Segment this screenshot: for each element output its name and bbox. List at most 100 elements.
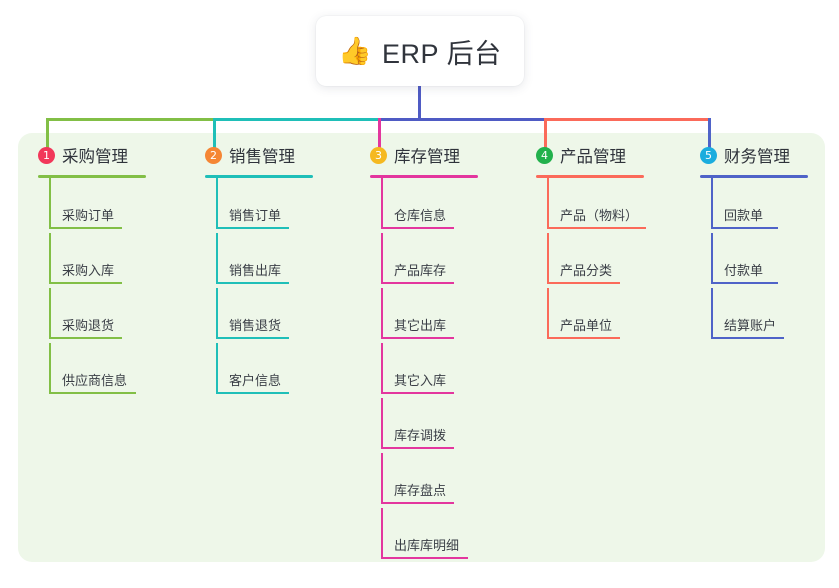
node-label: 采购订单 <box>62 208 115 223</box>
node-label: 付款单 <box>724 263 764 278</box>
node-label: 库存调拨 <box>394 428 447 443</box>
node-underline <box>50 282 122 284</box>
node-库存调拨[interactable]: 库存调拨 <box>370 398 478 453</box>
drop-connector-1 <box>46 118 49 152</box>
drop-connector-5 <box>708 118 711 152</box>
connector-stem <box>49 178 51 229</box>
connector-stem <box>711 233 713 284</box>
connector-stem <box>547 233 549 284</box>
node-underline <box>382 282 454 284</box>
node-label: 产品单位 <box>560 318 613 333</box>
column-产品管理: 4 产品管理产品（物料） 产品分类产品单位 <box>536 142 646 343</box>
connector-stem <box>49 288 51 339</box>
node-采购订单[interactable]: 采购订单 <box>38 178 146 233</box>
node-underline <box>217 392 289 394</box>
node-label: 采购退货 <box>62 318 115 333</box>
node-label: 产品（物料） <box>560 208 639 223</box>
connector-stem <box>381 343 383 394</box>
node-underline <box>382 502 454 504</box>
column-采购管理: 1 采购管理采购订单采购入库采购退货供应商信息 <box>38 142 146 398</box>
node-付款单[interactable]: 付款单 <box>700 233 808 288</box>
node-销售订单[interactable]: 销售订单 <box>205 178 313 233</box>
node-underline <box>217 337 289 339</box>
node-回款单[interactable]: 回款单 <box>700 178 808 233</box>
connector-stem <box>381 453 383 504</box>
node-label: 其它出库 <box>394 318 447 333</box>
node-label: 结算账户 <box>724 318 777 333</box>
node-产品库存[interactable]: 产品库存 <box>370 233 478 288</box>
node-label: 库存盘点 <box>394 483 447 498</box>
node-underline <box>382 337 454 339</box>
connector-stem <box>381 233 383 284</box>
node-采购入库[interactable]: 采购入库 <box>38 233 146 288</box>
node-仓库信息[interactable]: 仓库信息 <box>370 178 478 233</box>
node-label: 销售退货 <box>229 318 282 333</box>
connector-stem <box>381 288 383 339</box>
drop-connector-2 <box>213 118 216 152</box>
connector-stem <box>547 178 549 229</box>
column-title: 销售管理 <box>229 148 295 166</box>
column-items: 产品（物料） 产品分类产品单位 <box>536 178 646 343</box>
column-underline <box>370 175 478 178</box>
trunk-connector <box>418 86 421 121</box>
node-label: 客户信息 <box>229 373 282 388</box>
drop-connector-3 <box>378 118 381 152</box>
column-badge-1: 1 <box>38 146 55 164</box>
node-销售退货[interactable]: 销售退货 <box>205 288 313 343</box>
connector-stem <box>547 288 549 339</box>
node-客户信息[interactable]: 客户信息 <box>205 343 313 398</box>
node-label: 产品库存 <box>394 263 447 278</box>
node-underline <box>382 227 454 229</box>
node-label: 销售订单 <box>229 208 282 223</box>
node-underline <box>217 282 289 284</box>
node-其它出库[interactable]: 其它出库 <box>370 288 478 343</box>
node-其它入库[interactable]: 其它入库 <box>370 343 478 398</box>
connector-stem <box>381 178 383 229</box>
bus-segment-3 <box>378 118 547 121</box>
node-underline <box>548 227 646 229</box>
column-underline <box>38 175 146 178</box>
column-header-1[interactable]: 1 采购管理 <box>38 142 146 168</box>
node-label: 仓库信息 <box>394 208 447 223</box>
node-label: 回款单 <box>724 208 764 223</box>
column-items: 采购订单采购入库采购退货供应商信息 <box>38 178 146 398</box>
node-产品分类[interactable]: 产品分类 <box>536 233 644 288</box>
drop-connector-4 <box>544 118 547 152</box>
column-badge-3: 3 <box>370 146 387 164</box>
node-产品单位[interactable]: 产品单位 <box>536 288 644 343</box>
column-title: 采购管理 <box>62 148 128 166</box>
node-underline <box>712 337 784 339</box>
node-采购退货[interactable]: 采购退货 <box>38 288 146 343</box>
column-underline <box>205 175 313 178</box>
connector-stem <box>216 288 218 339</box>
node-供应商信息[interactable]: 供应商信息 <box>38 343 146 398</box>
node-underline <box>50 392 136 394</box>
connector-stem <box>49 343 51 394</box>
node-产品（物料）[interactable]: 产品（物料） <box>536 178 646 233</box>
node-label: 采购入库 <box>62 263 115 278</box>
bus-segment-1 <box>46 118 216 121</box>
root-node-erp-backend[interactable]: 👍 ERP 后台 <box>316 16 524 86</box>
node-库存盘点[interactable]: 库存盘点 <box>370 453 478 508</box>
column-badge-4: 4 <box>536 146 553 164</box>
diagram-panel <box>18 133 825 562</box>
node-underline <box>712 282 778 284</box>
node-underline <box>50 227 122 229</box>
node-出库库明细[interactable]: 出库库明细 <box>370 508 478 563</box>
root-node-label: ERP 后台 <box>382 38 502 69</box>
node-结算账户[interactable]: 结算账户 <box>700 288 808 343</box>
column-header-4[interactable]: 4 产品管理 <box>536 142 644 168</box>
column-title: 产品管理 <box>560 148 626 166</box>
node-label: 销售出库 <box>229 263 282 278</box>
column-underline <box>700 175 808 178</box>
node-underline <box>217 227 289 229</box>
node-销售出库[interactable]: 销售出库 <box>205 233 313 288</box>
bus-segment-4 <box>544 118 711 121</box>
node-underline <box>382 447 454 449</box>
